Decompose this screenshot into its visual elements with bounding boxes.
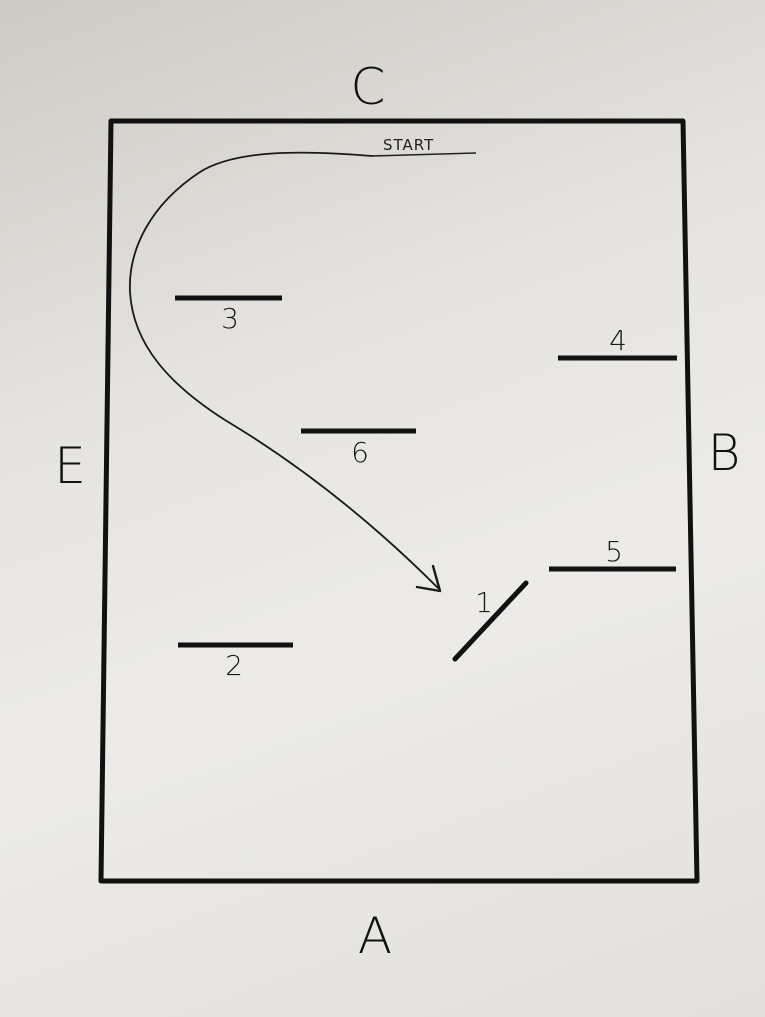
side-label-right: B	[708, 424, 741, 482]
side-label-left: E	[54, 437, 86, 495]
fence-4-number: 4	[609, 324, 627, 357]
fence-1-bar	[452, 580, 529, 662]
arena-border	[98, 118, 700, 884]
start-underline	[371, 152, 477, 157]
fence-3-number: 3	[221, 302, 239, 335]
arrowhead-icon	[415, 564, 442, 593]
riding-path	[129, 151, 439, 589]
fence-6-number: 6	[351, 436, 369, 469]
start-label: START	[383, 136, 434, 154]
side-label-top: C	[351, 58, 386, 116]
side-label-bottom: A	[358, 907, 392, 965]
fence-1-number: 1	[475, 586, 493, 619]
fence-2-number: 2	[225, 649, 243, 682]
fence-5-number: 5	[605, 535, 623, 568]
